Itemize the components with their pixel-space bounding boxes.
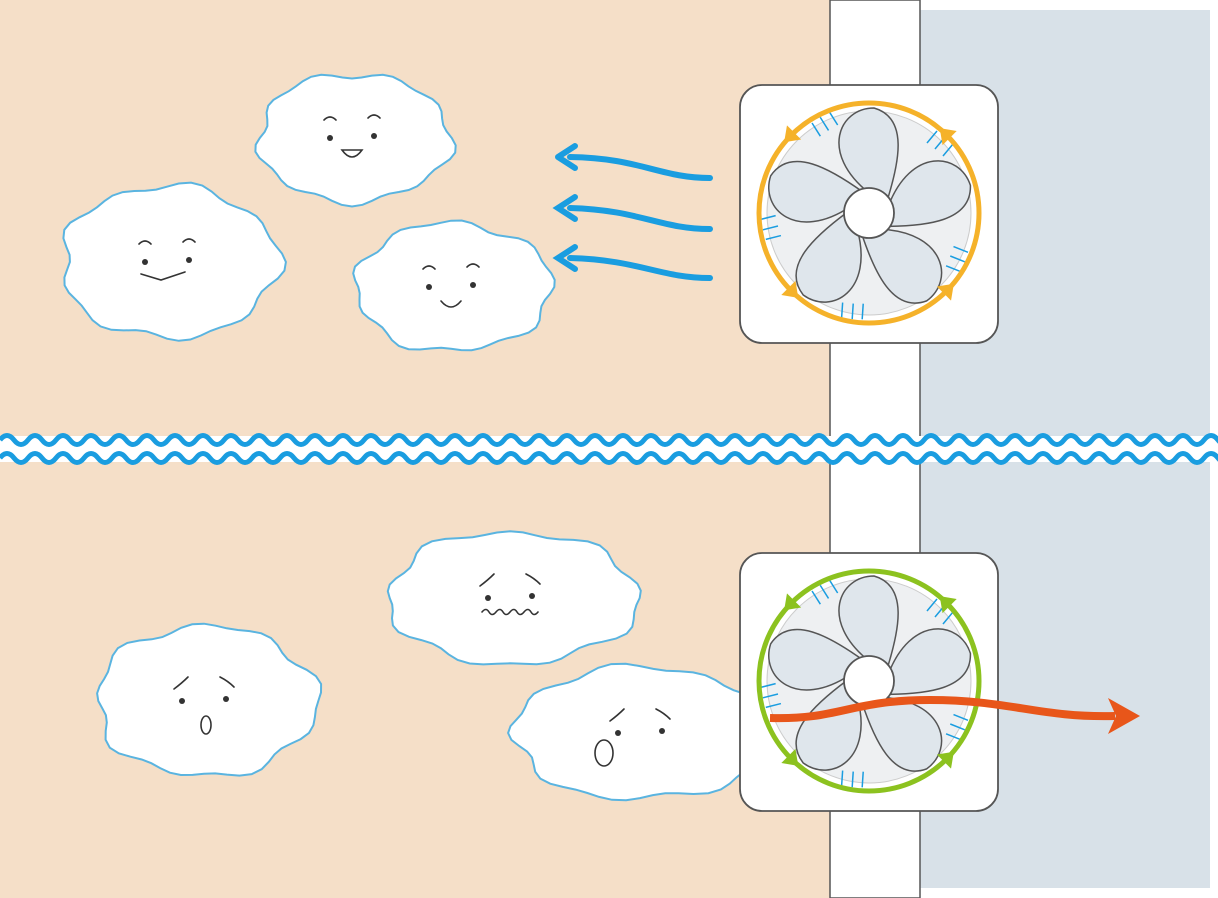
intake-fan-icon (739, 84, 999, 344)
cloud-face (138, 238, 196, 281)
cloud-character-icon (352, 219, 556, 352)
airflow-arrow-icon (552, 244, 713, 281)
cloud-face (173, 676, 235, 735)
fan-blade (768, 160, 865, 223)
airflow-arrows (552, 143, 713, 281)
cloud-face (422, 263, 480, 308)
fan-blade (885, 160, 972, 228)
cloud-character-icon (507, 662, 776, 802)
wave-divider-icon (0, 433, 1218, 465)
cloud-character-icon (386, 530, 642, 666)
rotation-arrow-icon (756, 568, 982, 794)
fan-hub (843, 187, 895, 239)
airflow-arrow-icon (555, 143, 713, 181)
fan-blade (838, 575, 899, 671)
fan-blade (795, 211, 862, 303)
cloud-face (594, 708, 671, 767)
exhaust-fan-icon (739, 552, 999, 812)
cloud-face (323, 114, 381, 158)
cloud-character-icon (96, 622, 323, 777)
fan-blade (885, 628, 972, 696)
cloud-face (479, 573, 541, 616)
cloud-character-icon (62, 181, 287, 342)
fan-blade (838, 107, 899, 203)
fan-blade (795, 679, 862, 771)
fan-blade (768, 628, 865, 691)
rotation-arrow-icon (756, 100, 982, 326)
fan-blade (860, 696, 943, 772)
cloud-character-icon (254, 73, 457, 208)
exhaust-arrow-icon (769, 695, 1140, 734)
fan-blade (860, 228, 943, 304)
clouds-group (62, 73, 776, 802)
airflow-arrow-icon (552, 194, 713, 232)
